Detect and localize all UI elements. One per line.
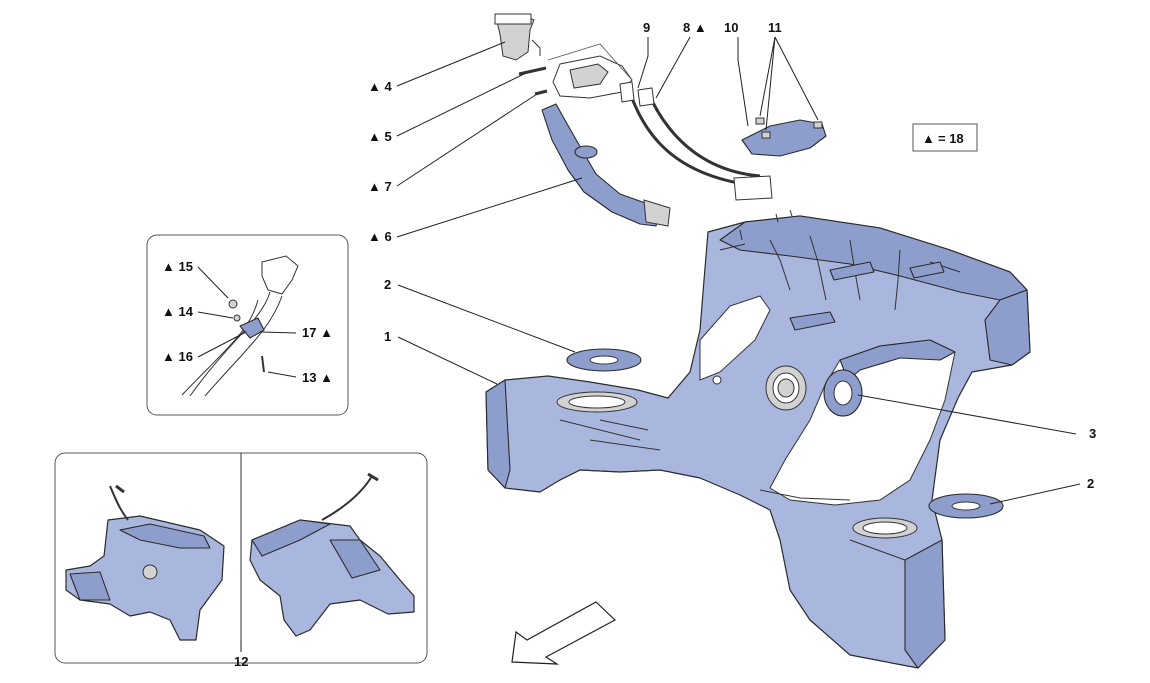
legend-symbol: ▲ bbox=[922, 131, 935, 146]
filler-neck-assembly bbox=[494, 13, 773, 227]
inset-detail-box bbox=[146, 234, 349, 416]
front-direction-arrow-icon bbox=[511, 601, 617, 665]
callout-7: ▲ 7 bbox=[368, 179, 392, 194]
callout-9: 9 bbox=[643, 20, 650, 35]
callout-12: 12 bbox=[234, 654, 248, 669]
callout-6: ▲ 6 bbox=[368, 229, 392, 244]
callout-2-lower: 2 bbox=[1087, 476, 1094, 491]
callout-labels: 1 2 2 3 ▲ 4 ▲ 5 ▲ 6 ▲ 7 8 ▲ 9 10 11 12 1… bbox=[162, 20, 1096, 669]
legend-value: = 18 bbox=[938, 131, 964, 146]
callout-15: ▲ 15 bbox=[162, 259, 193, 274]
cover-plate-part-10 bbox=[741, 117, 827, 157]
callout-13: 13 ▲ bbox=[302, 370, 333, 385]
gasket-disc-part-2-upper bbox=[566, 348, 642, 372]
callout-2-upper: 2 bbox=[384, 277, 391, 292]
callout-1: 1 bbox=[384, 329, 391, 344]
callout-16: ▲ 16 bbox=[162, 349, 193, 364]
callout-5: ▲ 5 bbox=[368, 129, 392, 144]
gasket-disc-part-2-lower bbox=[928, 493, 1004, 519]
callout-14: ▲ 14 bbox=[162, 304, 194, 319]
callout-3: 3 bbox=[1089, 426, 1096, 441]
callout-11: 11 bbox=[768, 20, 782, 35]
callout-10: 10 bbox=[724, 20, 738, 35]
inset-views-box bbox=[54, 452, 428, 664]
callout-4: ▲ 4 bbox=[368, 79, 392, 94]
seal-ring-part-3 bbox=[823, 369, 863, 417]
leader-lines bbox=[197, 36, 1081, 652]
callout-17: 17 ▲ bbox=[302, 325, 333, 340]
callout-8: 8 ▲ bbox=[683, 20, 707, 35]
fuel-tank bbox=[485, 209, 1031, 669]
legend-box: ▲ = 18 bbox=[912, 123, 978, 152]
